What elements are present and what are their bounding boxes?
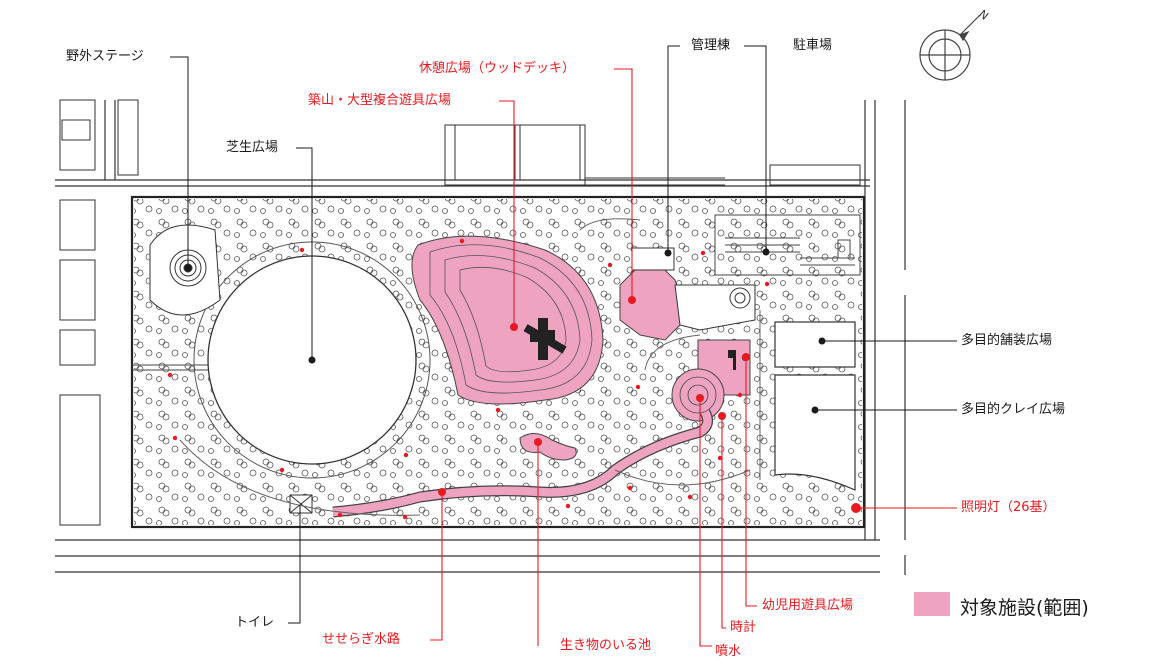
label-clay-plaza: 多目的クレイ広場	[961, 402, 1066, 417]
label-stream: せせらぎ水路	[322, 632, 401, 647]
label-pond: 生き物のいる池	[560, 638, 652, 653]
pond-shape	[519, 433, 577, 461]
park-boundary	[130, 195, 866, 529]
label-lighting: 照明灯（26基）	[961, 500, 1056, 515]
lighting-dots	[167, 238, 770, 520]
label-lawn-plaza: 芝生広場	[226, 140, 279, 155]
label-rest-plaza: 休憩広場（ウッドデッキ）	[419, 61, 576, 76]
north-arrow-icon	[919, 14, 981, 81]
toddler-play-area	[697, 339, 751, 396]
legend-label: 対象施設(範囲)	[960, 597, 1089, 619]
label-mound-play: 築山・大型複合遊具広場	[308, 93, 452, 108]
walking-paths	[179, 218, 761, 516]
admin-building	[631, 247, 756, 331]
label-fountain: 噴水	[715, 644, 742, 659]
label-paved-plaza: 多目的舗装広場	[961, 333, 1053, 348]
leader-lines-red	[430, 68, 957, 647]
label-outdoor-stage: 野外ステージ	[66, 49, 144, 64]
mound-contours	[429, 244, 593, 394]
leader-endpoints-red	[438, 296, 861, 513]
label-toddler-play: 幼児用遊具広場	[762, 598, 854, 613]
parking-lot	[714, 214, 861, 276]
legend-swatch	[914, 592, 950, 616]
paved-plaza	[774, 321, 856, 368]
neighbouring-buildings	[59, 99, 861, 526]
outdoor-stage	[149, 224, 221, 316]
label-admin-building: 管理棟	[691, 38, 731, 53]
label-clock: 時計	[730, 620, 757, 635]
leader-endpoints-black	[185, 248, 826, 414]
label-toilet: トイレ	[235, 615, 275, 630]
north-label: N	[976, 7, 991, 22]
label-parking: 駐車場	[793, 38, 833, 53]
leader-lines-black	[170, 45, 957, 624]
toilet-building	[289, 494, 313, 514]
clay-plaza	[774, 374, 856, 491]
large-play-structure	[523, 318, 567, 360]
street-lines	[55, 100, 906, 575]
